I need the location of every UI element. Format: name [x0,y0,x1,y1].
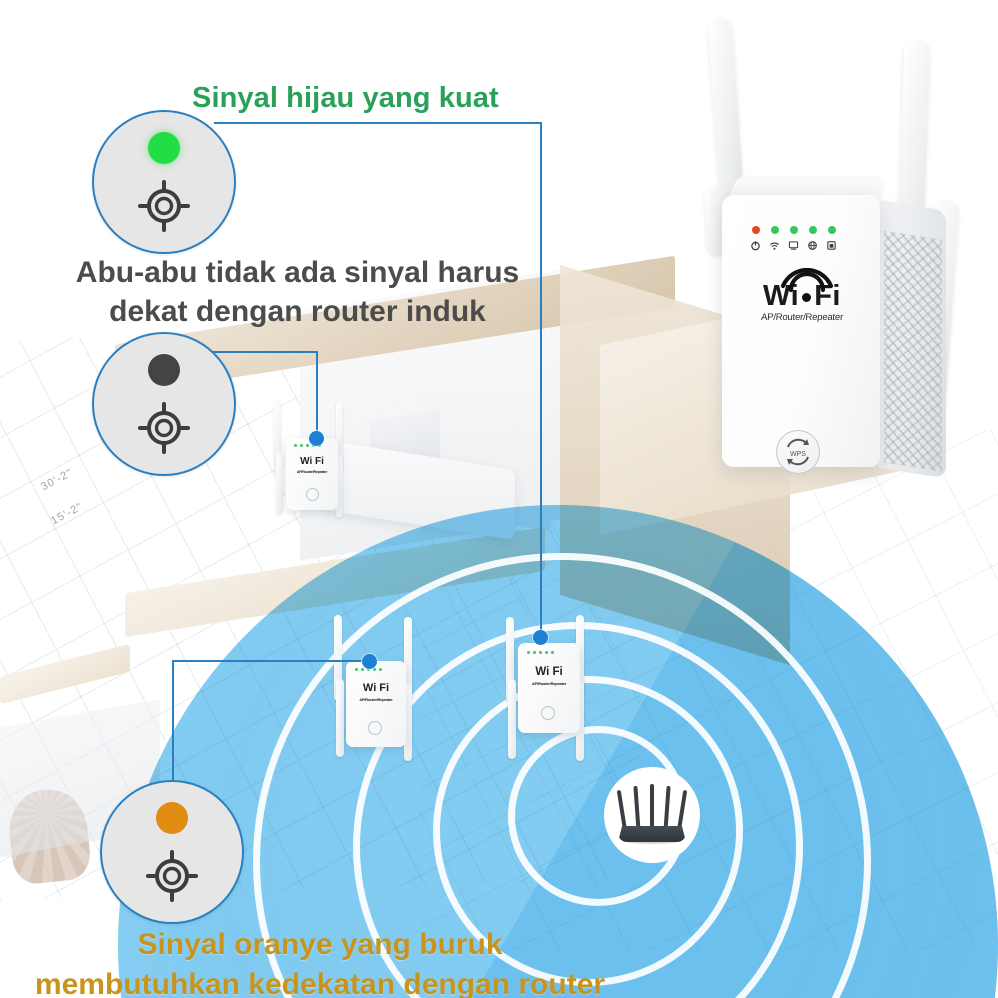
repeater-upper-left: Wi Fi AP/Router/Repeater [270,400,380,530]
mini-led-row [355,668,382,671]
wifi-dot-icon [802,293,812,302]
caption-no-signal: Abu-abu tidak ada sinyal harus dekat den… [60,253,535,331]
mini-antenna-left-lower [508,679,516,759]
mini-wps-button [541,706,555,720]
power-led [752,226,760,234]
mini-antenna-left-lower [276,452,283,514]
hero-vent-mesh [884,230,942,472]
callout-badge-green[interactable] [92,110,236,254]
mini-logo-text: Wi Fi [535,666,563,678]
node-dot-upper-repeater [309,431,324,446]
mini-antenna-right-lower [576,681,584,761]
router-base [618,826,686,842]
mini-logo-text: Wi Fi [300,456,324,467]
mini-body [346,661,406,747]
repeater-lower-left: Wi Fi AP/Router/Repeater [330,615,450,780]
mini-antenna-right [336,402,343,472]
lan-led [828,226,836,234]
mini-antenna-right [404,617,412,701]
mini-wps-button [368,721,382,735]
mini-antenna-left [334,615,342,701]
router-antenna-5 [676,789,688,833]
power-icon [750,238,760,251]
mini-antenna-right-lower [404,683,412,761]
router-shadow [626,839,678,844]
mini-antenna-right-lower [336,456,343,518]
mini-logo-text: Wi Fi [362,682,390,694]
mini-antenna-left [274,400,281,472]
grey-led [148,354,180,386]
callout-badge-orange[interactable] [100,780,244,924]
target-icon [136,400,192,456]
hero-wps-button[interactable]: WPS [776,430,820,474]
leader-line-green-vertical [540,122,542,638]
ethernet-icon [826,238,836,250]
mini-body [286,438,338,510]
mini-logo: Wi Fi AP/Router/Repeater [286,456,338,478]
router-antenna-2 [633,785,641,833]
caption-poor-signal-line2: membutuhkan kedekatan dengan router [34,968,606,998]
reset-led [809,226,817,234]
wps-refresh-icon: WPS [787,438,809,466]
main-router [616,782,688,844]
router-antenna-4 [663,785,671,833]
wps-icon [788,238,799,250]
hero-side-face [878,199,946,479]
wps-led [790,226,798,234]
caption-poor-signal-line1: Sinyal oranye yang buruk [137,928,503,961]
hero-front-face [722,195,880,467]
wifi-arc-icon [780,268,834,293]
mini-logo-sub: AP/Router/Repeater [296,470,328,474]
green-led [148,132,180,164]
svg-text:WPS: WPS [790,451,806,458]
target-icon [144,848,200,904]
caption-strong-signal: Sinyal hijau yang kuat [192,82,499,114]
mini-logo-sub: AP/Router/Repeater [531,681,567,686]
node-dot-lower-repeater [362,654,377,669]
target-icon [136,178,192,234]
callout-badge-grey[interactable] [92,332,236,476]
wifi-icon [769,238,779,250]
leader-line-grey-vertical [316,351,318,439]
router-antenna-3 [650,784,654,832]
caption-poor-signal: Sinyal oranye yang buruk membutuhkan ked… [20,925,620,998]
mini-body [518,643,580,733]
mini-antenna-left [506,617,514,701]
signal-ring-2 [433,676,743,986]
wifi-led [771,226,779,234]
mini-antenna-left-lower [336,679,344,757]
leader-line-orange-horizontal [172,660,370,662]
hero-led-icon-row [750,238,836,251]
mini-logo: Wi Fi AP/Router/Repeater [518,666,580,690]
mini-wps-button [306,488,319,501]
hero-subtitle: AP/Router/Repeater [760,312,844,323]
orange-led [156,802,188,834]
mini-logo-sub: AP/Router/Repeater [359,697,393,702]
leader-line-grey-horizontal [212,351,318,353]
leader-line-orange-vertical [172,660,174,805]
mini-antenna-right [576,615,584,699]
caption-no-signal-line1: Abu-abu tidak ada sinyal harus [75,256,520,289]
globe-icon [807,238,817,250]
leader-line-green-horizontal [214,122,542,124]
node-dot-center-repeater [533,630,548,645]
hero-led-row [752,226,836,234]
caption-no-signal-line2: dekat dengan router induk [109,295,486,328]
hero-wifi-word-right: Fi [814,280,841,312]
repeater-center: Wi Fi AP/Router/Repeater [500,595,620,765]
mini-logo: Wi Fi AP/Router/Repeater [346,682,406,706]
mini-led-row [527,651,554,654]
router-antenna-1 [616,789,628,833]
